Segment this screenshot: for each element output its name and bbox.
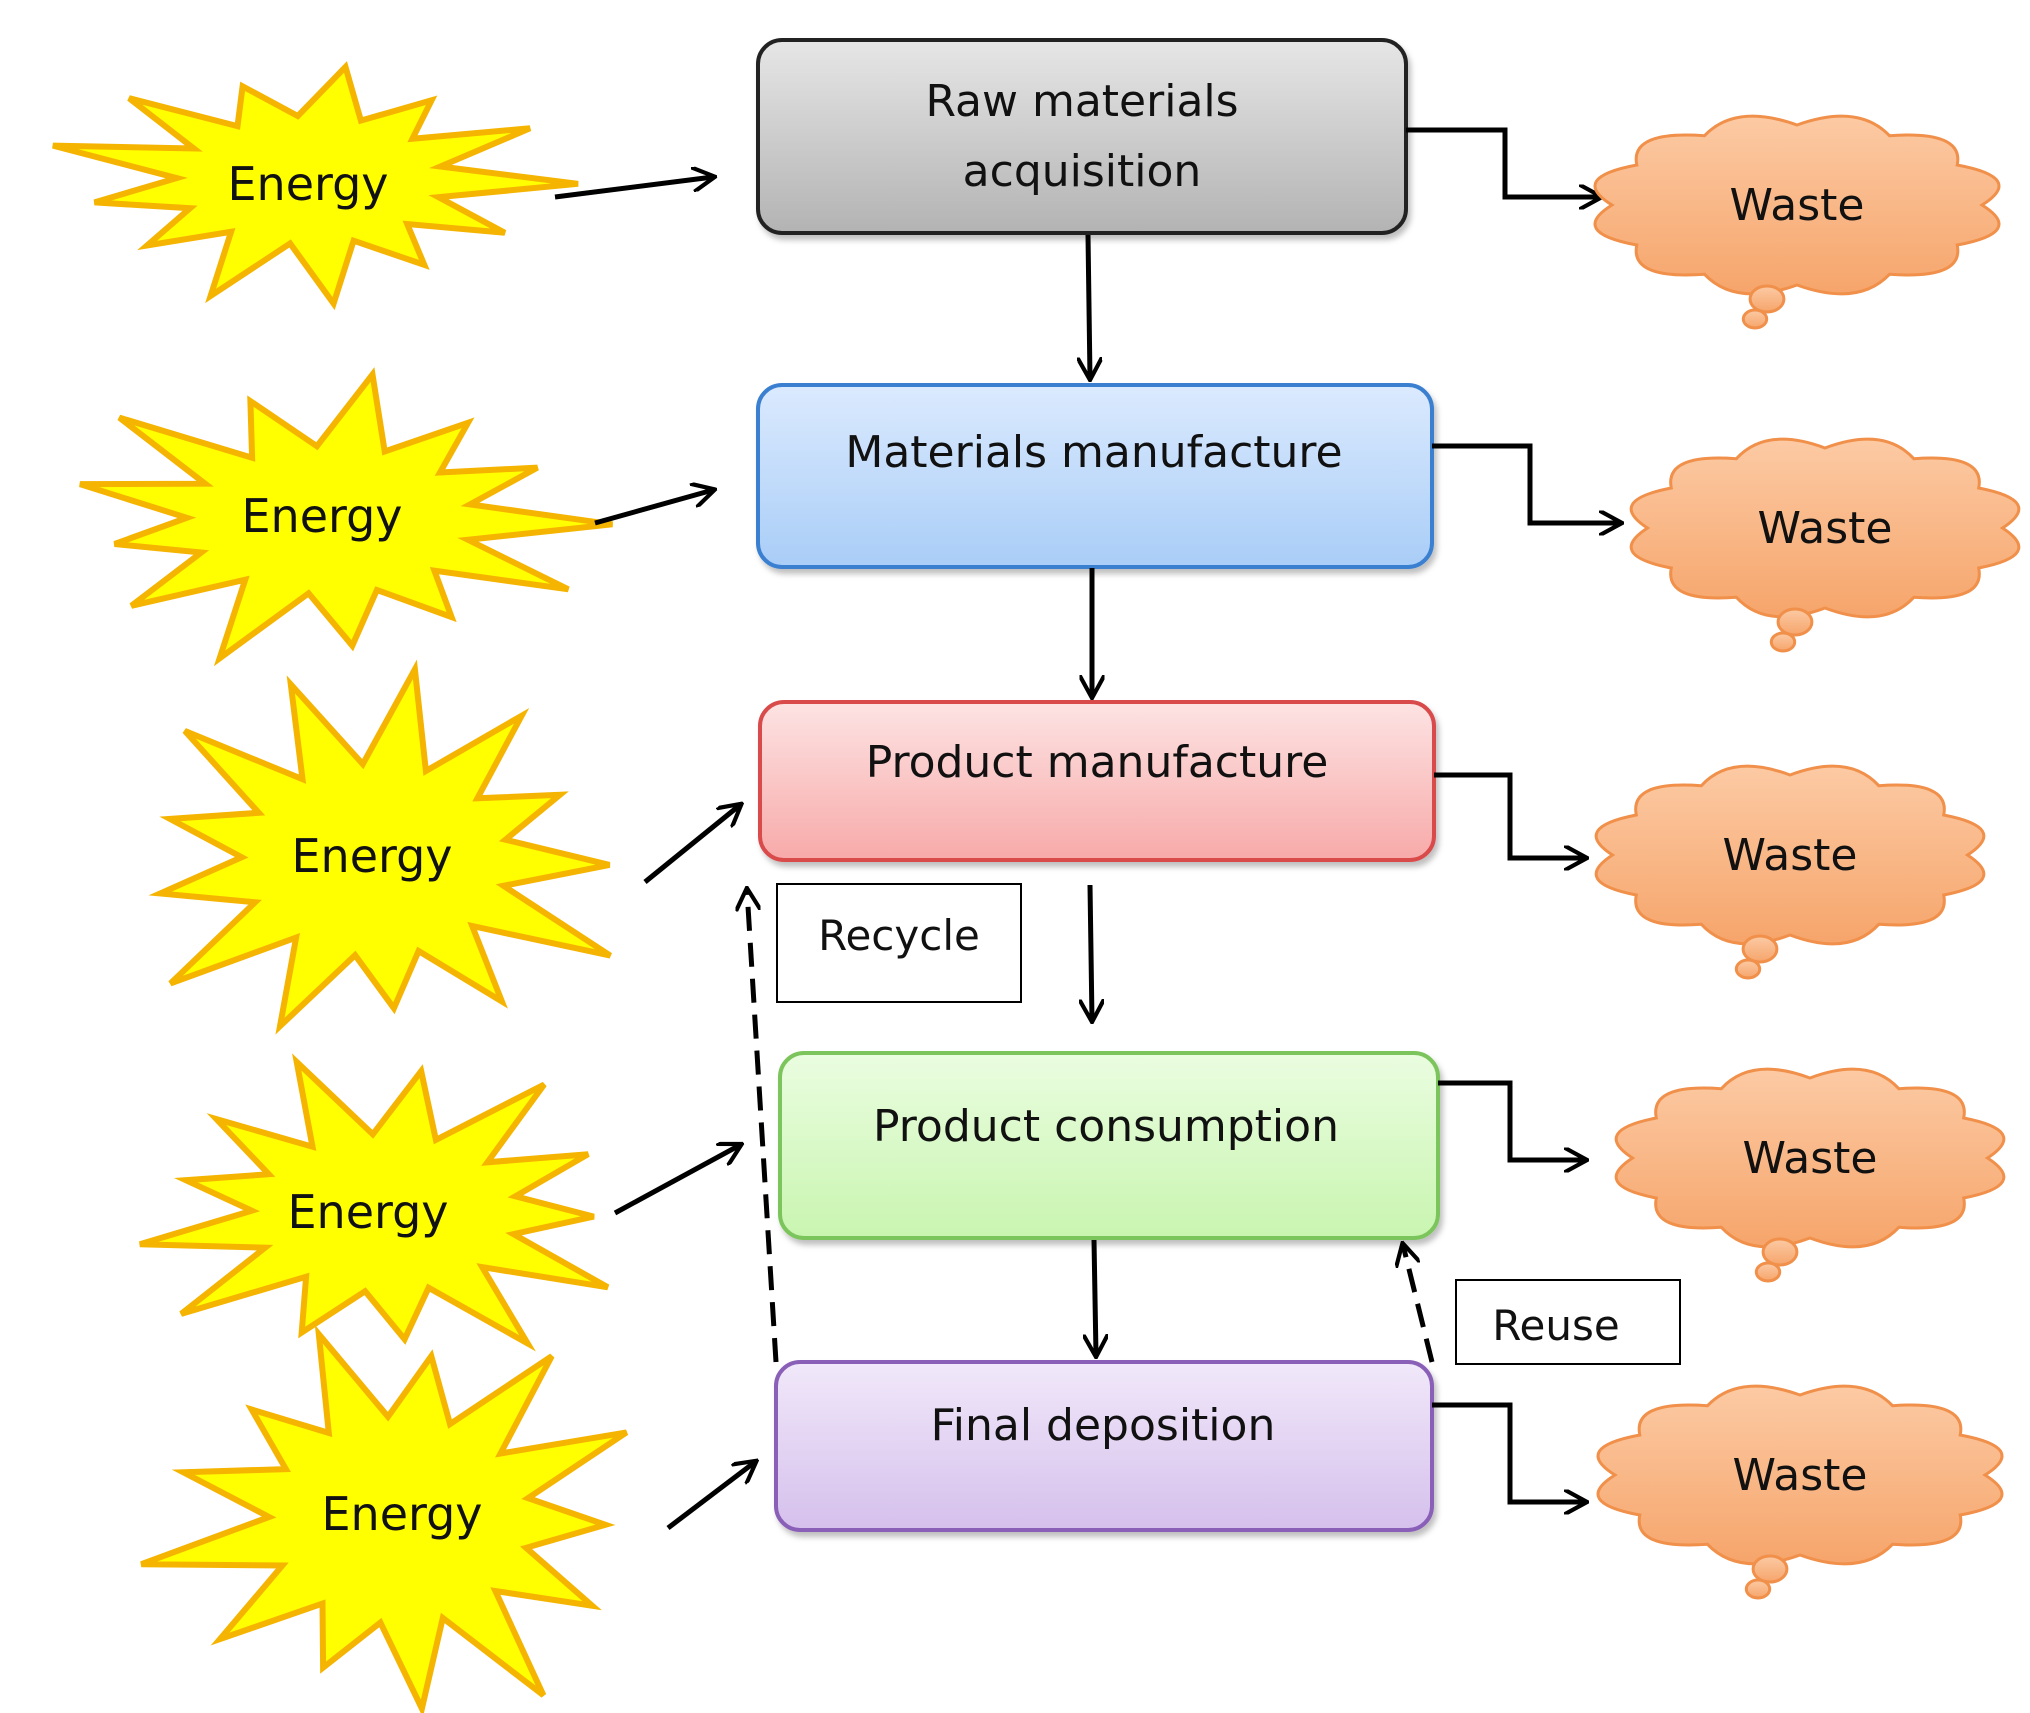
waste-cloud-bubble-1-2 — [1741, 308, 1769, 330]
waste-cloud-bubble-5-2 — [1744, 1578, 1772, 1600]
recycle-label: Recycle — [818, 911, 980, 960]
energy-label-3: Energy — [291, 829, 452, 883]
energy-label-1: Energy — [227, 157, 388, 211]
waste-arrow-4 — [1438, 1080, 1585, 1160]
stage-materials-manufacture: Materials manufacture — [756, 383, 1434, 569]
energy-arrow-5 — [666, 1462, 755, 1530]
flow-arrow-4 — [1094, 1239, 1096, 1355]
waste-cloud-4: Waste — [1614, 1067, 2006, 1283]
waste-cloud-bubble-3-2 — [1734, 958, 1762, 980]
energy-burst-2 — [79, 367, 613, 667]
waste-arrow-1 — [1406, 127, 1600, 197]
waste-cloud-bubble-5-1 — [1751, 1554, 1789, 1584]
waste-cloud-shape-2 — [1629, 437, 2021, 619]
flow-arrow-1 — [1088, 234, 1090, 378]
stage-product-manufacture: Product manufacture — [758, 700, 1436, 862]
waste-cloud-bubble-2-1 — [1776, 607, 1814, 637]
flow-arrow-3 — [1090, 884, 1092, 1020]
energy-burst-5 — [140, 1324, 629, 1713]
waste-cloud-5: Waste — [1596, 1384, 2004, 1600]
energy-label-4: Energy — [287, 1185, 448, 1239]
waste-cloud-bubble-4-2 — [1754, 1261, 1782, 1283]
waste-cloud-3: Waste — [1594, 764, 1986, 980]
waste-cloud-shape-3 — [1594, 764, 1986, 946]
stage-product-consumption: Product consumption — [778, 1051, 1440, 1240]
energy-arrow-4 — [613, 1145, 740, 1216]
waste-label-1: Waste — [1730, 180, 1865, 231]
recycle-label-box — [776, 883, 1022, 1003]
stage-materials-manufacture-label: Materials manufacture — [845, 427, 1342, 478]
recycle-arrow — [747, 890, 779, 1363]
stage-raw-materials: Raw materials acquisition — [756, 38, 1408, 235]
energy-arrow-1 — [554, 177, 713, 200]
stage-product-manufacture-label: Product manufacture — [866, 737, 1329, 788]
stage-final-deposition: Final deposition — [774, 1360, 1434, 1532]
waste-arrow-5 — [1432, 1402, 1585, 1502]
waste-cloud-bubble-3-1 — [1741, 934, 1779, 964]
waste-cloud-shape-5 — [1596, 1384, 2004, 1566]
waste-cloud-bubble-1-1 — [1748, 284, 1786, 314]
energy-burst-3 — [148, 659, 612, 1035]
waste-label-2: Waste — [1758, 503, 1893, 554]
energy-burst-4 — [139, 1053, 610, 1352]
stage-final-deposition-label: Final deposition — [931, 1400, 1276, 1451]
waste-label-5: Waste — [1733, 1450, 1868, 1501]
waste-cloud-bubble-2-2 — [1769, 631, 1797, 653]
stage-product-consumption-label: Product consumption — [873, 1101, 1339, 1152]
waste-cloud-2: Waste — [1629, 437, 2021, 653]
waste-label-4: Waste — [1743, 1133, 1878, 1184]
stage-raw-materials-label-1: Raw materials — [925, 76, 1238, 127]
energy-arrow-3 — [643, 805, 740, 884]
energy-burst-1 — [52, 61, 579, 311]
reuse-arrow — [1403, 1245, 1435, 1363]
waste-arrow-3 — [1434, 772, 1585, 858]
waste-label-3: Waste — [1723, 830, 1858, 881]
reuse-label: Reuse — [1492, 1301, 1619, 1350]
reuse-label-box — [1455, 1279, 1681, 1365]
waste-cloud-shape-1 — [1593, 114, 2001, 296]
energy-label-2: Energy — [241, 489, 402, 543]
waste-arrow-2 — [1432, 443, 1620, 523]
waste-cloud-1: Waste — [1593, 114, 2001, 330]
energy-arrow-2 — [594, 490, 713, 526]
energy-label-5: Energy — [321, 1487, 482, 1541]
waste-cloud-shape-4 — [1614, 1067, 2006, 1249]
waste-cloud-bubble-4-1 — [1761, 1237, 1799, 1267]
stage-raw-materials-label-2: acquisition — [963, 146, 1202, 197]
